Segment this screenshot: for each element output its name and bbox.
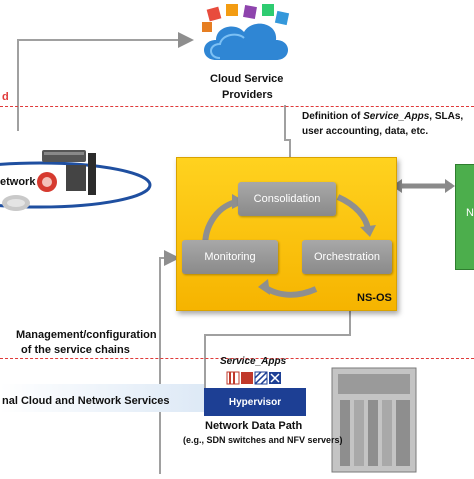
cloud-icon: [196, 4, 296, 66]
network-label: etwork: [0, 176, 36, 188]
green-panel-label: N: [466, 207, 474, 219]
definition-line1: Definition of Service_Apps, SLAs,: [302, 111, 464, 122]
cloud-title-line1: Cloud Service: [210, 73, 284, 85]
lower-dashed-separator: [0, 358, 474, 359]
green-panel: N: [455, 164, 474, 270]
data-path-title: Network Data Path: [205, 420, 303, 432]
orchestration-box: Orchestration: [302, 240, 392, 274]
monitoring-box: Monitoring: [182, 240, 278, 274]
service-apps-label: Service_Apps: [220, 356, 287, 367]
external-services-label: nal Cloud and Network Services: [2, 395, 170, 407]
top-dashed-separator: [0, 106, 474, 107]
server-rack-icon: [330, 366, 418, 474]
external-services-strip: [0, 384, 204, 412]
management-line1: Management/configuration: [16, 329, 157, 341]
definition-line2: user accounting, data, etc.: [302, 126, 429, 137]
hypervisor-box: Hypervisor: [204, 388, 306, 416]
left-red-label: d: [2, 91, 9, 103]
cycle-arrows: [202, 194, 376, 298]
consolidation-box: Consolidation: [238, 182, 336, 216]
network-devices-icon: [0, 145, 110, 220]
management-line2: of the service chains: [21, 344, 130, 356]
service-app-tile-icons: [226, 371, 284, 385]
nsos-label: NS-OS: [357, 292, 392, 304]
data-path-subtitle: (e.g., SDN switches and NFV servers): [183, 435, 343, 445]
cloud-title-line2: Providers: [222, 89, 273, 101]
